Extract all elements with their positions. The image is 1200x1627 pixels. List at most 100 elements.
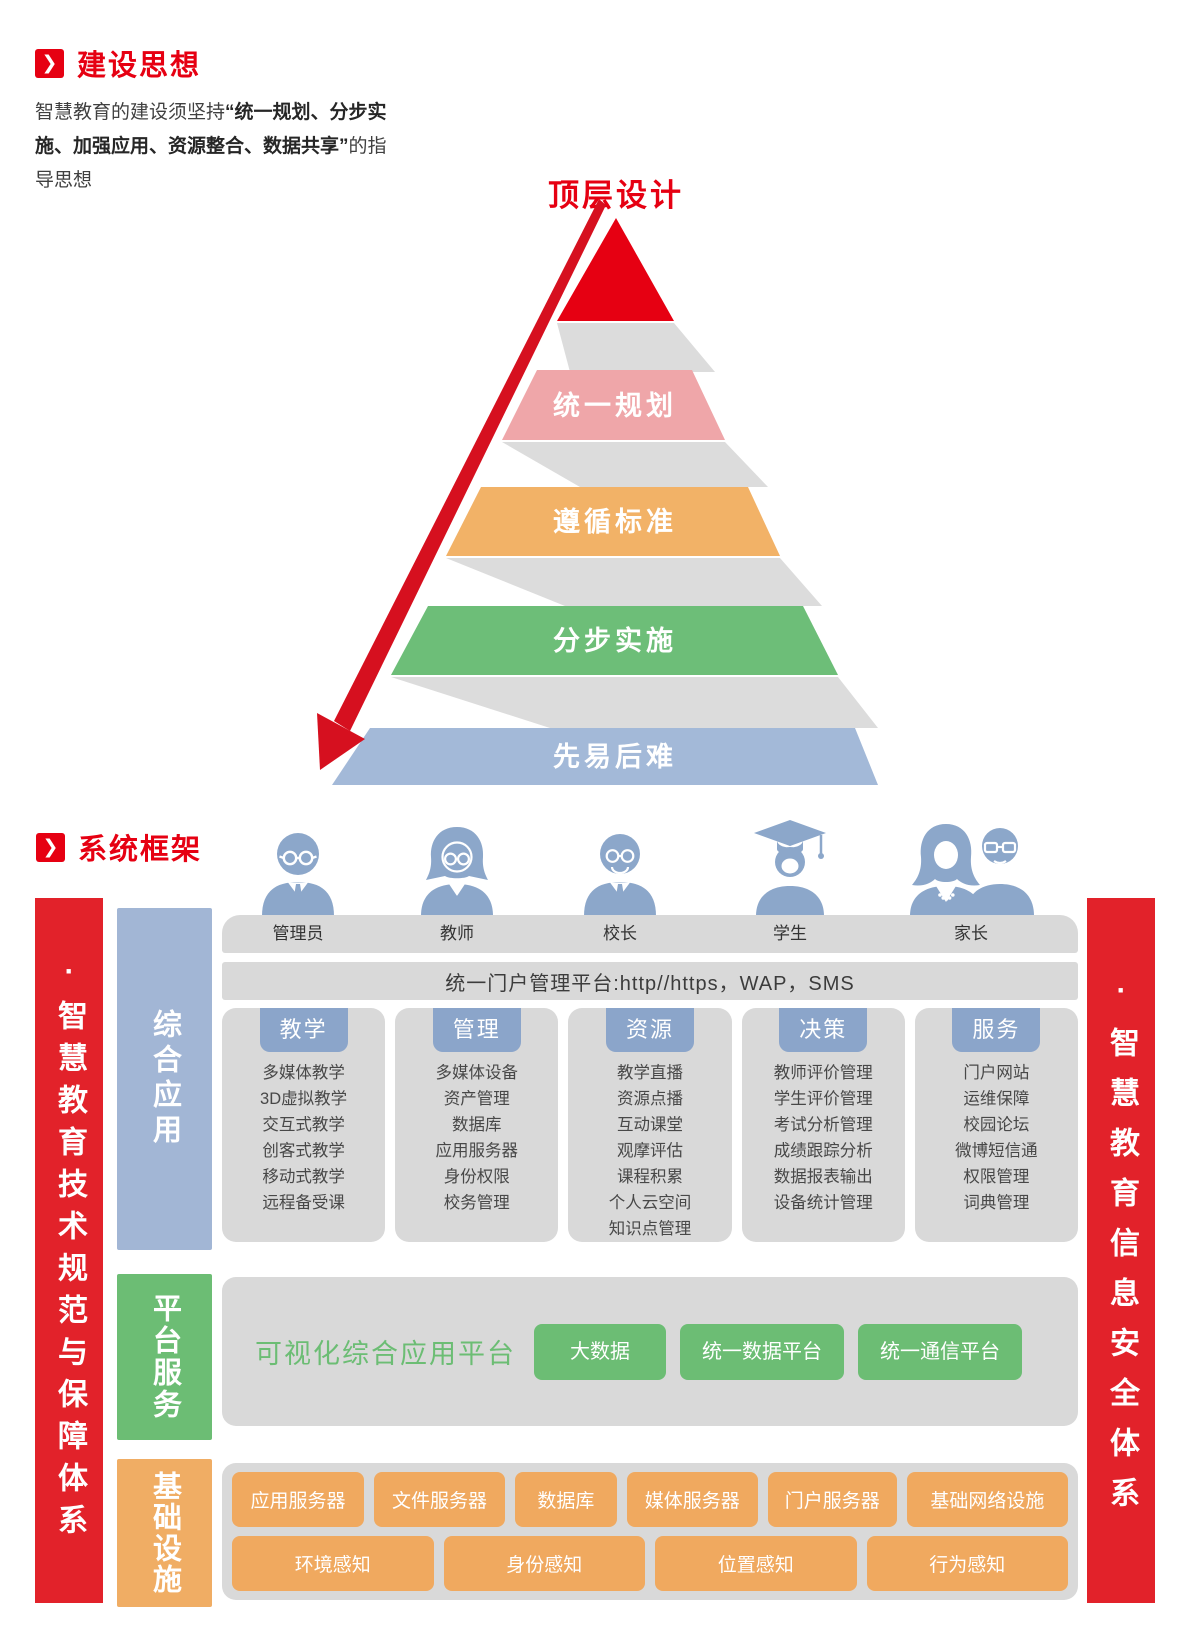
list-item: 3D虚拟教学 xyxy=(260,1090,348,1108)
card-header-decision: 决策 xyxy=(779,1008,868,1052)
list-item: 应用服务器 xyxy=(435,1142,519,1160)
card-resources: 资源 教学直播 资源点播 互动课堂 观摩评估 课程积累 个人云空间 知识点管理 xyxy=(568,1008,732,1242)
list-item: 成绩跟踪分析 xyxy=(773,1142,873,1160)
application-cards: 教学 多媒体教学 3D虚拟教学 交互式教学 创客式教学 移动式教学 远程备受课 … xyxy=(222,1008,1079,1242)
platform-row: 可视化综合应用平台 大数据 统一数据平台 统一通信平台 xyxy=(222,1277,1078,1426)
list-item: 身份权限 xyxy=(443,1168,510,1186)
media-server-chip: 媒体服务器 xyxy=(626,1472,758,1527)
intro-paragraph: 智慧教育的建设须坚持“统一规划、分步实施、加强应用、资源整合、数据共享”的指导思… xyxy=(35,96,395,198)
location-sensing-chip: 位置感知 xyxy=(655,1536,857,1591)
pyramid-label-4: 先易后难 xyxy=(553,742,677,772)
list-item: 数据报表输出 xyxy=(773,1168,873,1186)
user-label-parent: 家长 xyxy=(954,924,988,943)
platform-buttons: 大数据 统一数据平台 统一通信平台 xyxy=(534,1323,1022,1380)
intro-bold-quote: “统一规划、分步实施、加强应用、资源整合、数据共享” xyxy=(35,102,387,157)
row-label-apps: 综合应用 xyxy=(117,908,212,1250)
infrastructure-servers-row: 应用服务器 文件服务器 数据库 媒体服务器 门户服务器 基础网络设施 xyxy=(232,1472,1068,1527)
list-item: 远程备受课 xyxy=(262,1194,345,1212)
card-decision: 决策 教师评价管理 学生评价管理 考试分析管理 成绩跟踪分析 数据报表输出 设备… xyxy=(741,1008,905,1242)
chevron-badge-icon: ❯ xyxy=(36,832,65,862)
section-header-construction: ❯ 建设思想 xyxy=(35,42,201,84)
list-item: 权限管理 xyxy=(963,1168,1030,1186)
list-item: 知识点管理 xyxy=(608,1220,692,1238)
pyramid-shadow-3 xyxy=(446,558,822,606)
pyramid-layer-4 xyxy=(332,728,878,785)
arrow-shaft xyxy=(334,199,606,731)
user-label-admin: 管理员 xyxy=(272,924,324,943)
platform-title: 可视化综合应用平台 xyxy=(255,1339,516,1369)
pyramid-label-3: 分步实施 xyxy=(553,625,677,656)
env-sensing-chip: 环境感知 xyxy=(232,1536,434,1591)
pyramid-shadow-2 xyxy=(502,442,768,487)
intro-suffix: 的指导思想 xyxy=(35,136,387,191)
section-title-construction: 建设思想 xyxy=(77,50,202,82)
list-item: 资产管理 xyxy=(443,1090,510,1108)
user-label-bar: 管理员 教师 校长 学生 家长 xyxy=(222,915,1078,953)
list-item: 教学直播 xyxy=(617,1064,683,1082)
list-item: 观摩评估 xyxy=(617,1142,683,1160)
unified-comm-platform-button: 统一通信平台 xyxy=(858,1323,1022,1380)
section-header-framework: ❯ 系统框架 xyxy=(36,826,202,868)
card-list: 多媒体教学 3D虚拟教学 交互式教学 创客式教学 移动式教学 远程备受课 xyxy=(222,1060,385,1216)
card-header-management: 管理 xyxy=(432,1008,521,1052)
list-item: 互动课堂 xyxy=(617,1116,683,1134)
list-item: 学生评价管理 xyxy=(773,1090,873,1108)
pyramid-layer-2 xyxy=(446,487,780,556)
portal-server-chip: 门户服务器 xyxy=(767,1472,897,1527)
list-item: 资源点播 xyxy=(617,1090,683,1108)
card-list: 教师评价管理 学生评价管理 考试分析管理 成绩跟踪分析 数据报表输出 设备统计管… xyxy=(742,1060,905,1216)
card-management: 管理 多媒体设备 资产管理 数据库 应用服务器 身份权限 校务管理 xyxy=(395,1008,559,1242)
list-item: 移动式教学 xyxy=(262,1168,345,1186)
infrastructure-row: 应用服务器 文件服务器 数据库 媒体服务器 门户服务器 基础网络设施 环境感知 … xyxy=(222,1463,1078,1600)
bigdata-button: 大数据 xyxy=(534,1323,666,1380)
list-item: 运维保障 xyxy=(963,1090,1030,1108)
parents-icon xyxy=(910,824,1034,916)
pyramid-shadow-4 xyxy=(391,677,878,728)
list-item: 数据库 xyxy=(452,1116,502,1134)
principal-icon xyxy=(584,834,656,916)
list-item: 微博短信通 xyxy=(955,1142,1038,1160)
portal-bar: 统一门户管理平台:http//https，WAP，SMS xyxy=(222,962,1078,1000)
right-red-bar: ·智慧教育信息安全体系 xyxy=(1087,898,1155,1603)
card-list: 教学直播 资源点播 互动课堂 观摩评估 课程积累 个人云空间 知识点管理 xyxy=(568,1060,731,1242)
user-label-teacher: 教师 xyxy=(440,924,474,943)
list-item: 设备统计管理 xyxy=(773,1194,873,1212)
list-item: 交互式教学 xyxy=(262,1116,345,1134)
file-server-chip: 文件服务器 xyxy=(374,1472,505,1527)
network-facility-chip: 基础网络设施 xyxy=(906,1472,1068,1527)
arrow-head-icon xyxy=(317,713,365,770)
list-item: 多媒体教学 xyxy=(262,1064,345,1082)
list-item: 多媒体设备 xyxy=(435,1064,519,1082)
card-services: 服务 门户网站 运维保障 校园论坛 微博短信通 权限管理 词典管理 xyxy=(914,1008,1079,1242)
database-chip: 数据库 xyxy=(515,1472,617,1527)
user-icons-row xyxy=(222,816,1078,916)
list-item: 个人云空间 xyxy=(608,1194,692,1212)
behavior-sensing-chip: 行为感知 xyxy=(866,1536,1068,1591)
row-label-infra: 基础设施 xyxy=(117,1459,212,1607)
identity-sensing-chip: 身份感知 xyxy=(443,1536,645,1591)
student-icon xyxy=(754,820,826,916)
card-header-services: 服务 xyxy=(952,1008,1041,1052)
card-list: 多媒体设备 资产管理 数据库 应用服务器 身份权限 校务管理 xyxy=(395,1060,558,1216)
list-item: 课程积累 xyxy=(617,1168,683,1186)
pyramid-layer-1 xyxy=(502,370,725,440)
list-item: 门户网站 xyxy=(963,1064,1030,1082)
list-item: 校园论坛 xyxy=(963,1116,1030,1134)
unified-data-platform-button: 统一数据平台 xyxy=(680,1323,844,1380)
app-server-chip: 应用服务器 xyxy=(232,1472,364,1527)
card-list: 门户网站 运维保障 校园论坛 微博短信通 权限管理 词典管理 xyxy=(915,1060,1078,1216)
teacher-icon xyxy=(421,827,493,916)
list-item: 校务管理 xyxy=(443,1194,510,1212)
infrastructure-sensing-row: 环境感知 身份感知 位置感知 行为感知 xyxy=(232,1536,1068,1591)
pyramid-title: 顶层设计 xyxy=(548,178,684,213)
card-header-teaching: 教学 xyxy=(259,1008,348,1052)
pyramid-label-2: 遵循标准 xyxy=(553,506,677,537)
left-red-bar: ·智慧教育技术规范与保障体系 xyxy=(35,898,103,1603)
row-label-platform: 平台服务 xyxy=(117,1274,212,1440)
pyramid-diagram: 统一规划 遵循标准 分步实施 先易后难 xyxy=(317,199,878,785)
pyramid-layer-3 xyxy=(391,606,838,675)
list-item: 词典管理 xyxy=(963,1194,1030,1212)
list-item: 教师评价管理 xyxy=(773,1064,873,1082)
user-label-principal: 校长 xyxy=(603,924,637,943)
